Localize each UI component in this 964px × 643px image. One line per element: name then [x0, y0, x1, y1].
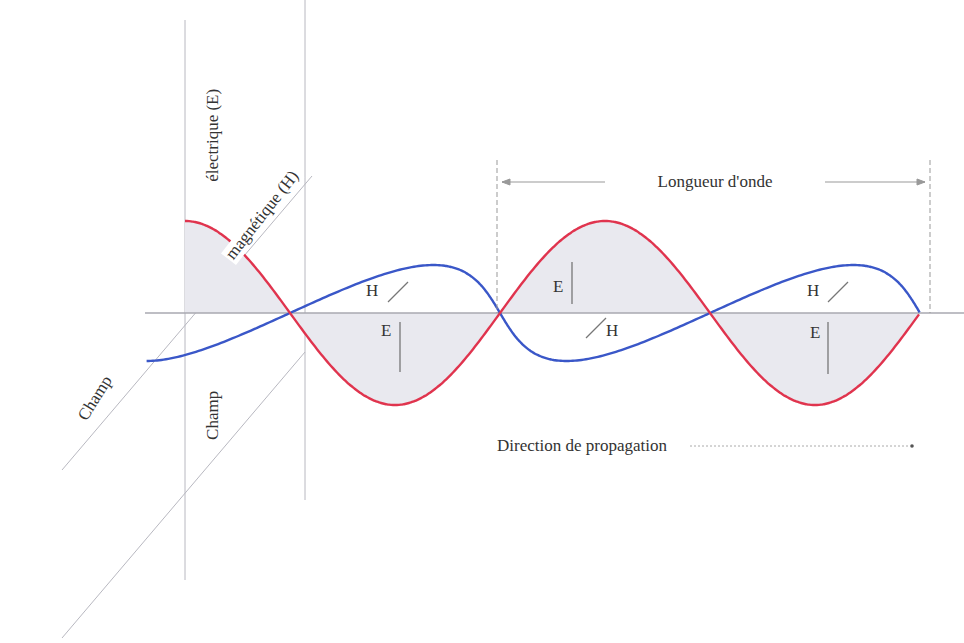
axis-label: Champ: [204, 388, 223, 441]
end-dot: [910, 444, 914, 448]
field-letter: H: [366, 282, 378, 301]
e-vector: [827, 322, 828, 374]
axis-label: Champ: [73, 370, 117, 425]
dashed-guide: [497, 160, 498, 313]
arrow-head: [917, 179, 925, 185]
magnetic-wave: [147, 265, 920, 361]
h-vector: [828, 282, 848, 302]
h-vector: [388, 282, 408, 302]
e-vector: [399, 322, 400, 372]
field-letter: E: [381, 322, 391, 341]
field-letter: H: [807, 282, 819, 301]
bracket-line: [502, 182, 605, 183]
wave-curves: [147, 221, 920, 405]
arrow-head: [502, 179, 510, 185]
bracket-line: [825, 182, 925, 183]
field-letter: E: [553, 278, 563, 297]
plane-edge: [62, 352, 305, 638]
field-letter: E: [810, 324, 820, 343]
field-letter: H: [606, 322, 618, 341]
wavelength-bracket: [497, 160, 930, 313]
propagation-line: [690, 444, 914, 448]
e-vector: [571, 262, 572, 304]
dashed-guide: [930, 160, 931, 313]
wavelength-label: Longueur d'onde: [656, 173, 775, 192]
plane-edge: [305, 0, 306, 500]
electric-wave: [185, 221, 919, 405]
field-vectors: [388, 262, 848, 374]
direction-label: Direction de propagation: [495, 437, 669, 456]
propagation-axis: [145, 312, 964, 314]
h-vector: [586, 318, 606, 338]
axis-label: magnétique (H): [220, 165, 303, 264]
dotted-line: [690, 446, 910, 447]
axis-label: électrique (E): [204, 86, 223, 183]
